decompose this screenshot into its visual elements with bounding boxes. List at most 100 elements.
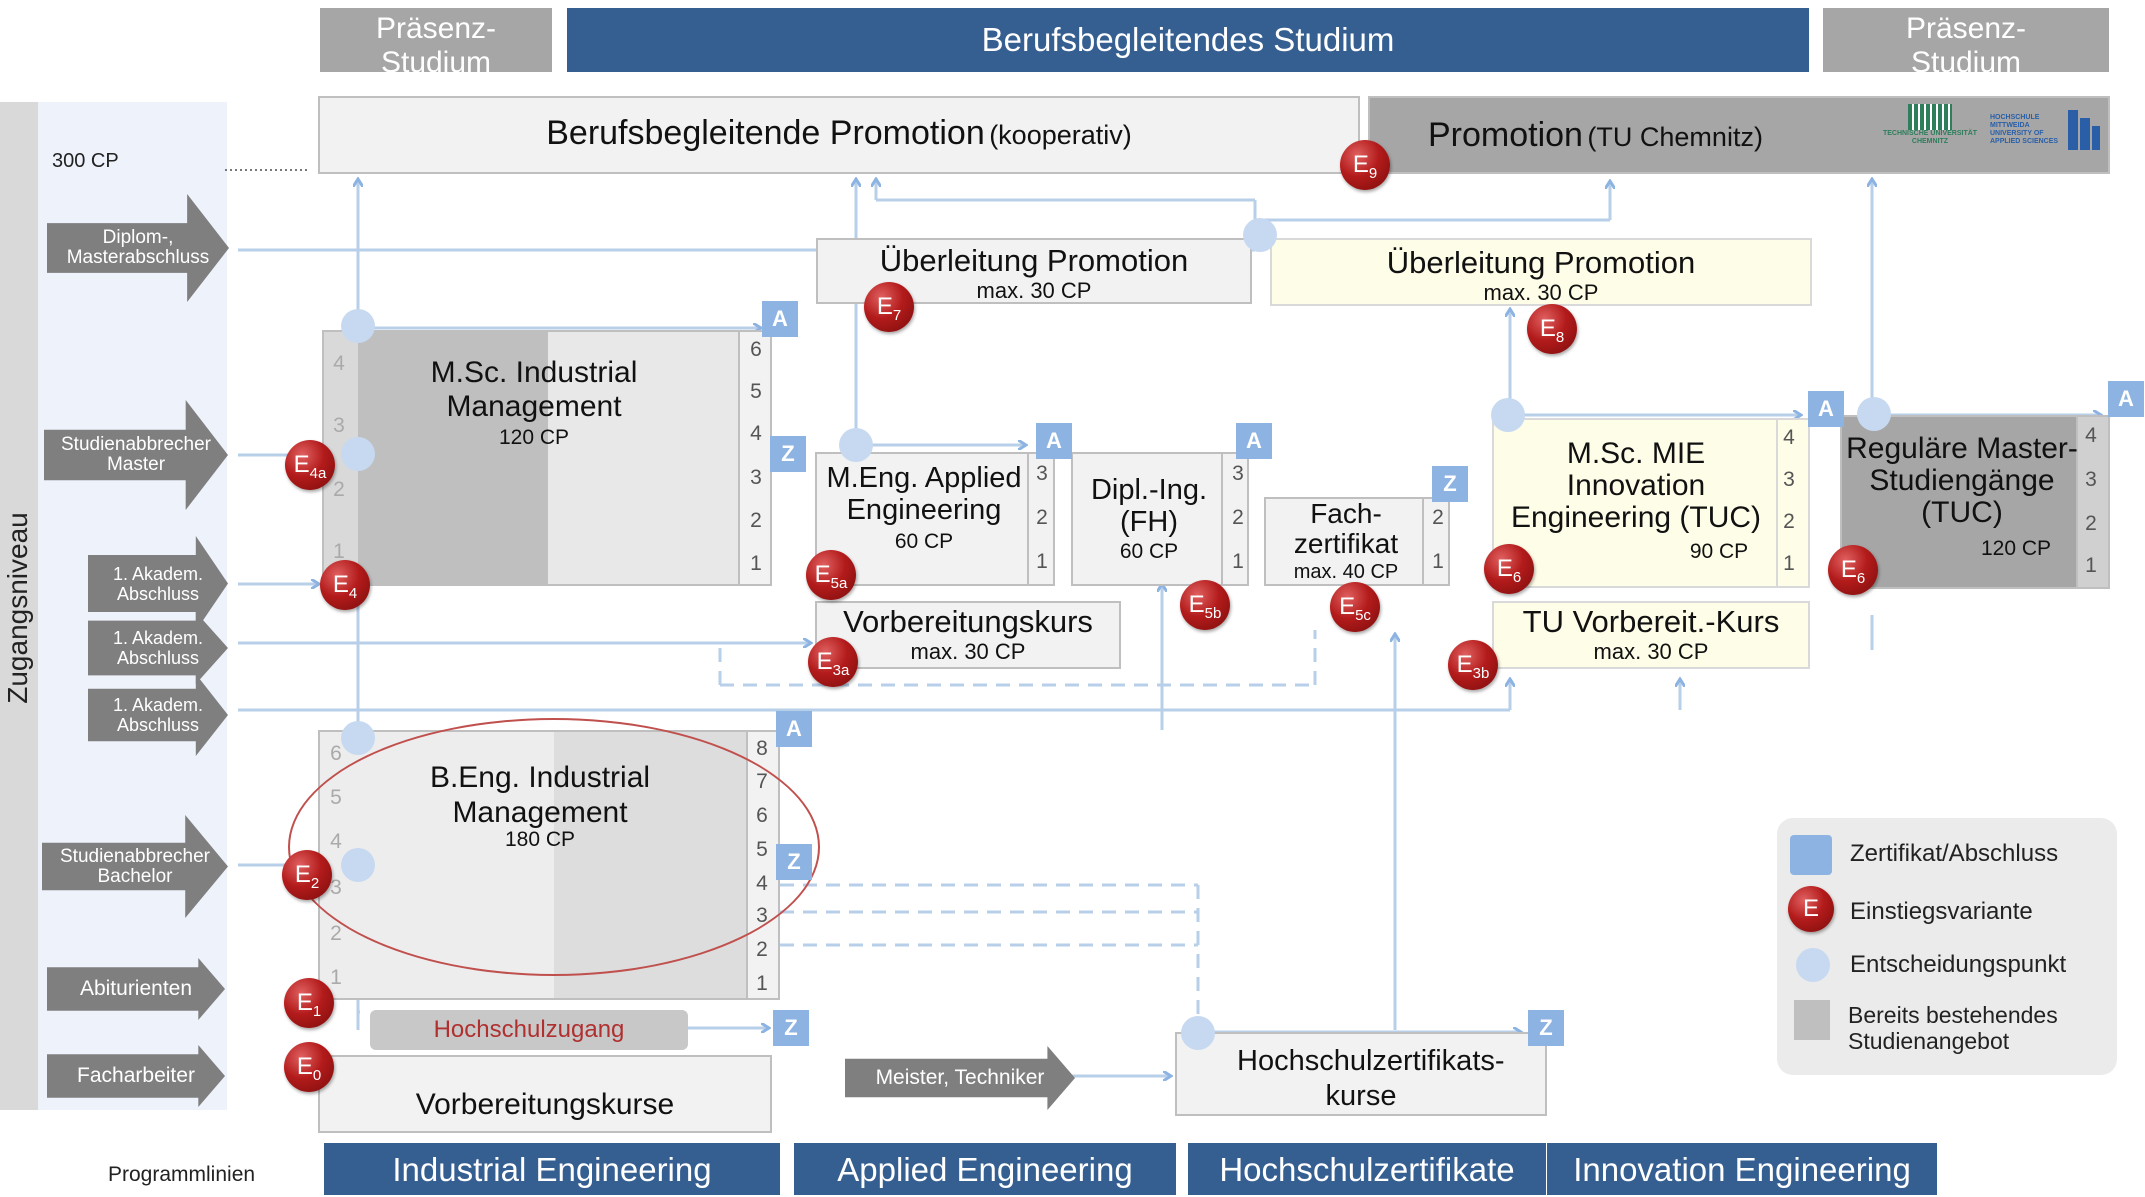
meng-sub: 60 CP: [894, 530, 954, 553]
beng-sem-1: 1: [756, 972, 768, 995]
regulaer-sem-2: 2: [2085, 512, 2097, 535]
badge-e9: E9: [1340, 140, 1390, 190]
msc-im-sem-4: 4: [750, 422, 762, 445]
axis-label: Zugangsniveau: [2, 512, 33, 704]
marker-a-msc: A: [762, 301, 798, 337]
badge-e1: E1: [284, 978, 334, 1028]
footer-label: Programmlinien: [108, 1163, 256, 1186]
regulaer-sem-3: 3: [2085, 468, 2097, 491]
fachzert-sub: max. 40 CP: [1293, 561, 1399, 583]
box-ueberleitung-2: Überleitung Promotion max. 30 CP: [1270, 238, 1812, 306]
fachzert-title: Fach-zertifikat: [1293, 498, 1399, 559]
legend-zertifikat-label: Zertifikat/Abschluss: [1850, 840, 2059, 867]
tu-vorbereit-sub: max. 30 CP: [1593, 639, 1709, 664]
mie-sem-2: 2: [1783, 510, 1795, 533]
legend-einstieg-badge: E: [1788, 886, 1834, 932]
badge-e3a: E3a: [808, 637, 858, 687]
entry-arrow-diplom-label: Diplom-, Masterabschluss: [66, 227, 210, 268]
msc-im-sem-6: 6: [750, 338, 762, 361]
entry-arrow-akadem3-label: 1. Akadem. Abschluss: [112, 695, 204, 735]
decision-point: [341, 848, 375, 882]
mie-sub: 90 CP: [1689, 540, 1749, 563]
msc-im-left-sem-4: 4: [333, 352, 345, 375]
beng-left-sem-1: 1: [330, 966, 342, 989]
beng-sem-8: 8: [756, 737, 768, 760]
decision-point: [341, 309, 375, 343]
legend-zertifikat-swatch: [1790, 835, 1832, 875]
dipl-sub: 60 CP: [1119, 540, 1179, 563]
legend-einstieg-label: Einstiegsvariante: [1850, 898, 2033, 925]
meng-sem-1: 1: [1036, 550, 1048, 573]
marker-z-fachzert: Z: [1432, 466, 1468, 502]
header-praesenz-right: Präsenz- Studium: [1823, 8, 2109, 79]
msc-im-sem-3: 3: [750, 466, 762, 489]
badge-e7: E7: [864, 282, 914, 332]
marker-a-dipl: A: [1236, 423, 1272, 459]
box-vorbereitungskurs: Vorbereitungskurs max. 30 CP: [815, 601, 1121, 669]
header-praesenz-left: Präsenz- Studium: [320, 8, 552, 79]
msc-im-sem-5: 5: [750, 380, 762, 403]
badge-e0: E0: [284, 1042, 334, 1092]
decision-point: [839, 428, 873, 462]
ueberleitung-1-sub: max. 30 CP: [976, 278, 1092, 303]
badge-e5a: E5a: [806, 550, 856, 600]
box-hochschulzugang: Hochschulzugang: [370, 1010, 688, 1050]
regulaer-sem-4: 4: [2085, 424, 2097, 447]
mie-sem-3: 3: [1783, 468, 1795, 491]
beng-sem-2: 2: [756, 938, 768, 961]
box-promotion-kooperativ: Berufsbegleitende Promotion (kooperativ): [318, 96, 1360, 174]
badge-e2: E2: [282, 850, 332, 900]
vorbereitungskurs-title: Vorbereitungskurs: [843, 604, 1093, 639]
msc-im-title: M.Sc. Industrial Management: [430, 356, 638, 423]
dipl-sem-3: 3: [1232, 462, 1244, 485]
badge-e8: E8: [1527, 304, 1577, 354]
beng-left-sem-6: 6: [330, 742, 342, 765]
badge-e5c: E5c: [1330, 582, 1380, 632]
msc-im-left-sem-3: 3: [333, 414, 345, 437]
hs-mittweida-logo: HOCHSCHULE MITTWEIDA UNIVERSITY OF APPLI…: [1990, 106, 2102, 166]
footer-industrial-engineering: Industrial Engineering: [324, 1143, 780, 1195]
meng-sem-2: 2: [1036, 506, 1048, 529]
box-fachzertifikat: Fach-zertifikat max. 40 CP: [1264, 497, 1450, 586]
msc-im-sem-2: 2: [750, 509, 762, 532]
box-hochschulzertifikatskurse: Hochschulzertifikats-kurse: [1175, 1032, 1547, 1116]
msc-im-left-sem-1: 1: [333, 540, 345, 563]
badge-e4: E4: [320, 560, 370, 610]
ueberleitung-1-title: Überleitung Promotion: [879, 243, 1189, 278]
dipl-sem-1: 1: [1232, 550, 1244, 573]
footer-innovation-engineering: Innovation Engineering: [1547, 1143, 1937, 1195]
badge-e3b: E3b: [1448, 640, 1498, 690]
box-meng-applied-engineering: M.Eng. Applied Engineering 60 CP: [815, 452, 1055, 586]
promotion-kooperativ-title: Berufsbegleitende Promotion: [546, 114, 985, 152]
promotion-tuc-suffix: (TU Chemnitz): [1587, 122, 1763, 152]
dipl-sem-2: 2: [1232, 506, 1244, 529]
badge-e5b: E5b: [1180, 580, 1230, 630]
entry-arrow-akadem2-label: 1. Akadem. Abschluss: [112, 628, 204, 668]
box-promotion-tuc: Promotion (TU Chemnitz): [1368, 96, 2110, 174]
meng-sem-3: 3: [1036, 462, 1048, 485]
marker-z-msc: Z: [770, 436, 806, 472]
badge-e6-regulaer: E6: [1828, 545, 1878, 595]
ueberleitung-2-sub: max. 30 CP: [1483, 280, 1599, 305]
msc-im-left-sem-2: 2: [333, 478, 345, 501]
badge-e6-mie: E6: [1484, 544, 1534, 594]
cp300-label: 300 CP: [52, 150, 119, 172]
entry-arrow-meister-label: Meister, Techniker: [875, 1066, 1045, 1089]
box-vorbereitungskurse: Vorbereitungskurse: [318, 1055, 772, 1133]
decision-point: [341, 437, 375, 471]
highlight-ellipse: [288, 718, 820, 976]
marker-z-hochschulzugang: Z: [773, 1010, 809, 1046]
promotion-kooperativ-suffix: (kooperativ): [989, 120, 1132, 150]
fachzert-sem-1: 1: [1432, 550, 1444, 573]
decision-point: [341, 721, 375, 755]
box-msc-industrial-management: M.Sc. Industrial Management 120 CP: [322, 330, 772, 586]
entry-arrow-abbrecher-master-label: Studienabbrecher Master: [61, 434, 211, 475]
tu-chemnitz-logo: TECHNISCHE UNIVERSITÄT CHEMNITZ: [1870, 104, 1990, 164]
legend-panel: [1777, 818, 2117, 1075]
regulaer-title: Reguläre Master-Studiengänge (TUC): [1846, 432, 2078, 529]
hs-mittweida-logo-text: HOCHSCHULE MITTWEIDA UNIVERSITY OF APPLI…: [1990, 114, 2059, 145]
vorbereitungskurs-sub: max. 30 CP: [910, 639, 1026, 664]
legend-entscheidung-dot: [1796, 948, 1830, 982]
decision-point: [1181, 1016, 1215, 1050]
